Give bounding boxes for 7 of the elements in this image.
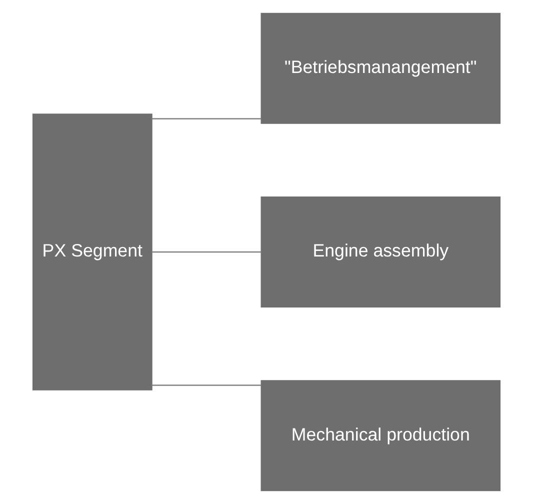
- node-box: Mechanical production: [260, 380, 501, 492]
- node-box: PX Segment: [32, 114, 152, 390]
- connector: [152, 118, 262, 120]
- connector: [152, 384, 262, 386]
- node-box: "Betriebsmanangement": [260, 12, 501, 124]
- connector: [152, 251, 262, 253]
- node-box: Engine assembly: [260, 196, 501, 308]
